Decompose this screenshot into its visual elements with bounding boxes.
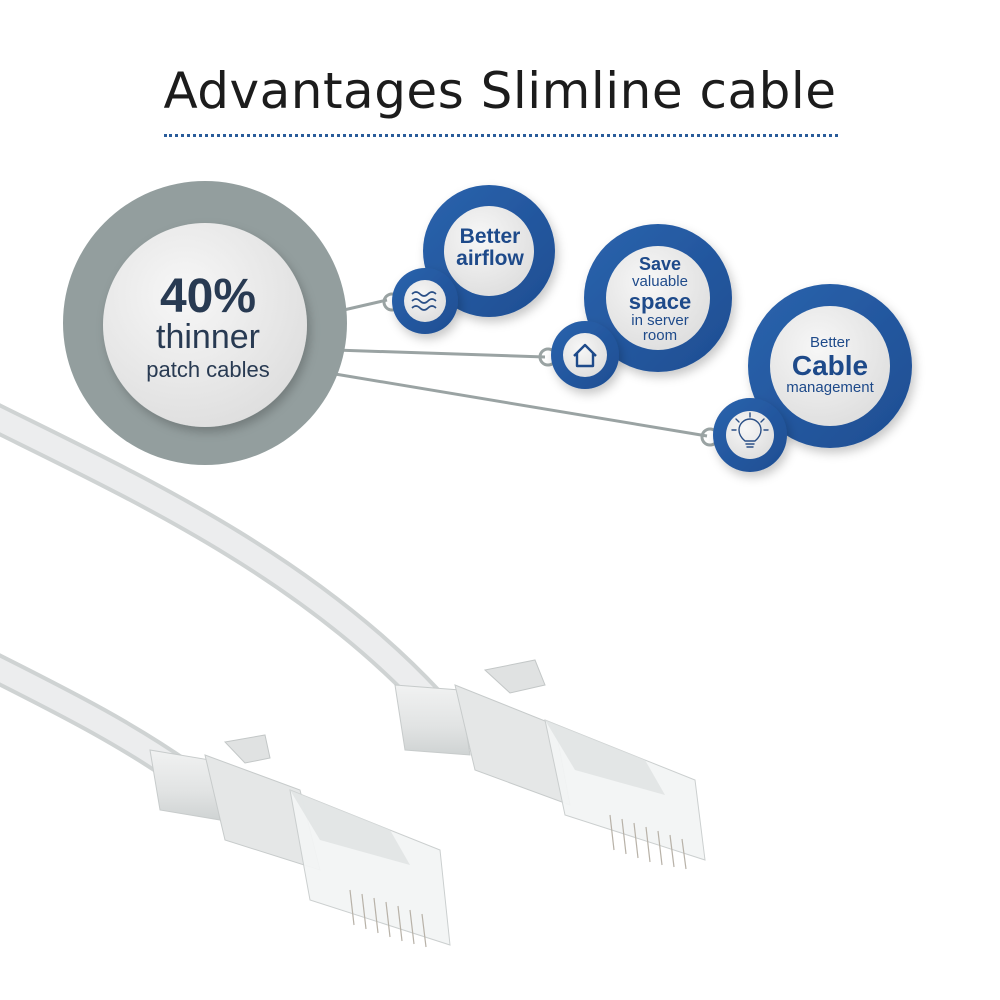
- advantage-space-text: Save valuable space in server room: [605, 255, 715, 344]
- lightbulb-icon: [731, 412, 769, 448]
- advantage-cable-line2: Cable: [791, 349, 869, 381]
- hero-circle: [63, 181, 347, 465]
- hero-circle-text: 40% thinner patch cables: [108, 270, 308, 383]
- advantage-bubble-cable-management: [713, 284, 912, 472]
- advantage-airflow-text: Better airflow: [440, 225, 540, 271]
- advantage-bubble-space: [551, 224, 732, 389]
- hero-percent: 40%: [159, 270, 257, 323]
- house-icon: [573, 343, 597, 368]
- hero-line2: patch cables: [146, 357, 270, 383]
- advantage-space-line2: valuable: [632, 272, 688, 290]
- connector-lines: [334, 292, 720, 447]
- advantage-space-line1: Save: [638, 254, 682, 274]
- ethernet-cable-illustration: [0, 403, 706, 948]
- advantage-bubble-airflow: [392, 185, 555, 334]
- rj45-connector-right: [394, 659, 706, 870]
- airflow-waves-icon: [411, 291, 437, 311]
- advantage-cable-management-text: Better Cable management: [770, 335, 890, 396]
- advantage-space-line3: space: [628, 288, 692, 314]
- advantage-airflow-line2: airflow: [456, 247, 524, 271]
- advantage-space-line5: room: [642, 327, 678, 345]
- hero-line1: thinner: [156, 318, 260, 357]
- advantage-airflow-line1: Better: [459, 225, 521, 248]
- page-title: Advantages Slimline cable: [163, 62, 837, 120]
- advantage-space-line4: in server: [631, 311, 689, 329]
- advantage-cable-line3: management: [786, 379, 874, 397]
- rj45-connector-left: [149, 734, 451, 948]
- advantage-cable-line1: Better: [809, 334, 851, 351]
- title-dotted-underline: [164, 134, 838, 137]
